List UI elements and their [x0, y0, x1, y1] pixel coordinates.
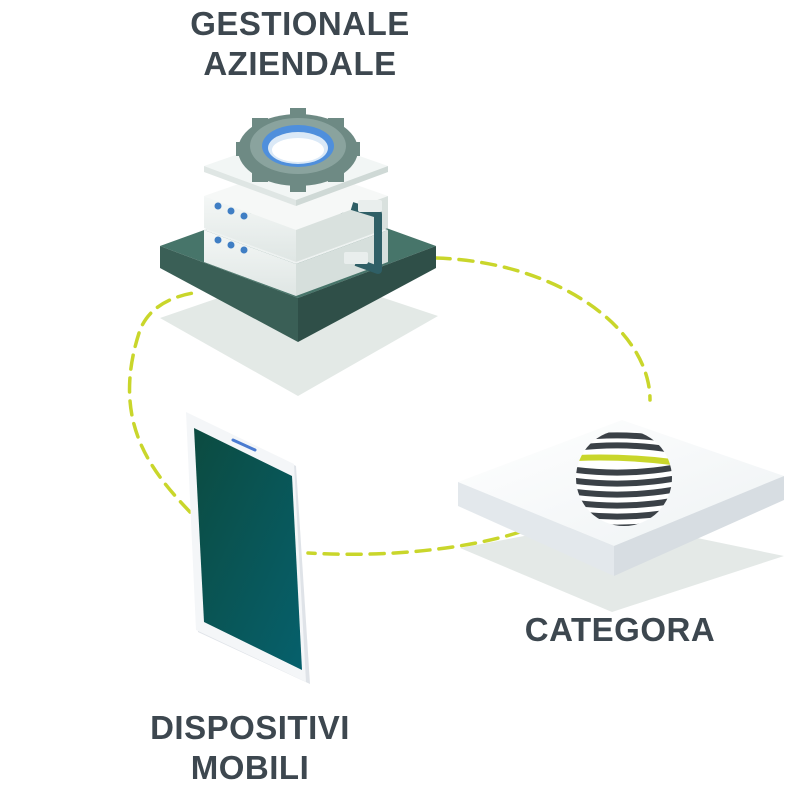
- categora-label: CATEGORA: [500, 610, 740, 650]
- erp-label: GESTIONALE AZIENDALE: [150, 4, 450, 85]
- erp-server-icon: [160, 108, 436, 342]
- gear-icon: [236, 108, 360, 192]
- mobile-label-line2: MOBILI: [190, 749, 310, 787]
- erp-label-line1: GESTIONALE: [190, 5, 410, 42]
- categora-label-text: CATEGORA: [524, 611, 716, 648]
- erp-label-line2: AZIENDALE: [203, 45, 397, 83]
- dashed-connection-path: [127, 256, 652, 557]
- smartphone-icon: [186, 412, 310, 684]
- mobile-label: DISPOSITIVI MOBILI: [110, 708, 390, 789]
- mobile-label-line1: DISPOSITIVI: [150, 709, 350, 746]
